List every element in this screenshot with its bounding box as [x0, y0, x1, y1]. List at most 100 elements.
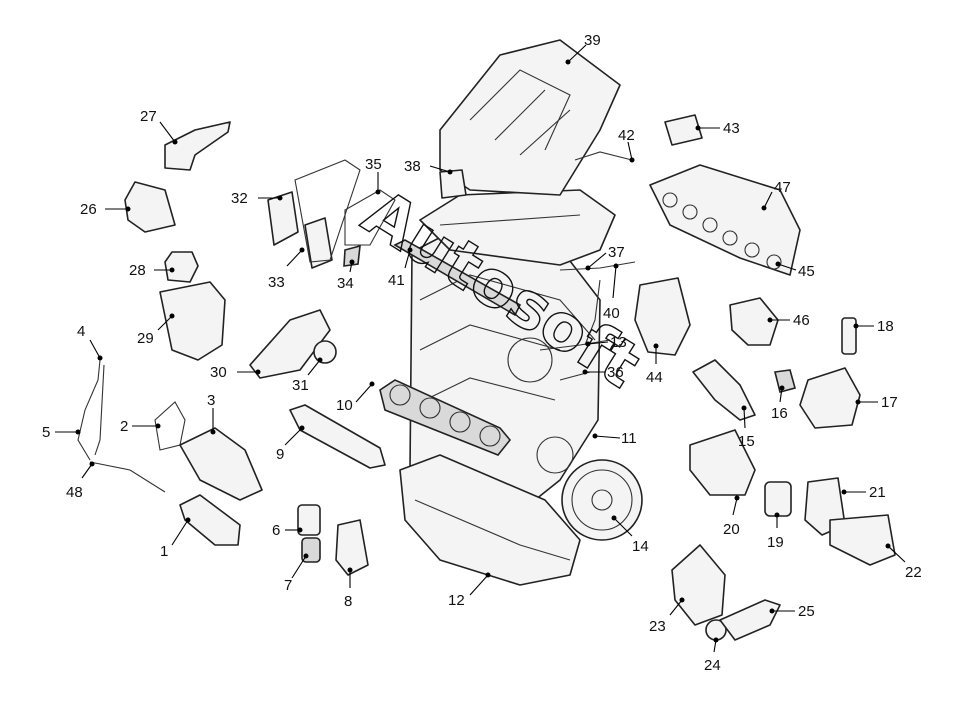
callout-5: 5: [42, 424, 81, 441]
callout-45: 45: [775, 261, 815, 280]
callout-layer: 1 2 3 4 5 6 7 8 9 10 11 12 13 14 15 16 1…: [42, 32, 922, 674]
callout-14: 14: [611, 515, 649, 555]
callout-37: 37: [585, 244, 625, 271]
callout-40: 40: [603, 263, 620, 322]
svg-text:38: 38: [404, 158, 421, 175]
callout-2: 2: [120, 418, 161, 435]
svg-text:14: 14: [632, 538, 649, 555]
svg-text:46: 46: [793, 312, 810, 329]
svg-text:35: 35: [365, 156, 382, 173]
svg-text:39: 39: [584, 32, 601, 49]
svg-text:42: 42: [618, 127, 635, 144]
callout-34: 34: [337, 259, 355, 292]
svg-text:21: 21: [869, 484, 886, 501]
svg-text:29: 29: [137, 330, 154, 347]
svg-text:7: 7: [284, 577, 292, 594]
callout-32: 32: [231, 190, 283, 207]
svg-text:1: 1: [160, 543, 168, 560]
svg-text:4: 4: [77, 323, 85, 340]
callout-25: 25: [769, 603, 815, 620]
callout-18: 18: [853, 318, 894, 335]
callout-4: 4: [77, 323, 103, 361]
svg-text:18: 18: [877, 318, 894, 335]
svg-text:10: 10: [336, 397, 353, 414]
svg-text:48: 48: [66, 484, 83, 501]
callout-42: 42: [618, 127, 635, 163]
svg-text:16: 16: [771, 405, 788, 422]
svg-text:3: 3: [207, 392, 215, 409]
callout-19: 19: [767, 512, 784, 551]
callout-43: 43: [695, 120, 740, 137]
callout-9: 9: [276, 425, 305, 463]
callout-22: 22: [885, 543, 922, 581]
callout-7: 7: [284, 553, 309, 594]
svg-text:8: 8: [344, 593, 352, 610]
callout-15: 15: [738, 405, 755, 450]
callout-30: 30: [210, 364, 261, 381]
callout-13: 13: [585, 334, 627, 351]
callout-47: 47: [761, 179, 791, 211]
svg-text:44: 44: [646, 369, 663, 386]
engine-assembly: [379, 39, 643, 586]
svg-text:17: 17: [881, 394, 898, 411]
svg-text:12: 12: [448, 592, 465, 609]
callout-35: 35: [365, 156, 382, 195]
callout-28: 28: [129, 262, 175, 279]
svg-text:9: 9: [276, 446, 284, 463]
svg-text:30: 30: [210, 364, 227, 381]
callout-3: 3: [207, 392, 216, 435]
svg-text:25: 25: [798, 603, 815, 620]
callout-31: 31: [292, 357, 323, 394]
svg-text:19: 19: [767, 534, 784, 551]
svg-text:23: 23: [649, 618, 666, 635]
svg-text:26: 26: [80, 201, 97, 218]
svg-text:34: 34: [337, 275, 354, 292]
svg-text:15: 15: [738, 433, 755, 450]
callout-41: 41: [388, 247, 413, 289]
svg-text:2: 2: [120, 418, 128, 435]
svg-text:41: 41: [388, 272, 405, 289]
svg-text:32: 32: [231, 190, 248, 207]
callout-38: 38: [404, 158, 453, 175]
svg-text:33: 33: [268, 274, 285, 291]
svg-text:13: 13: [610, 334, 627, 351]
svg-text:31: 31: [292, 377, 309, 394]
callout-33: 33: [268, 247, 305, 291]
svg-text:24: 24: [704, 657, 721, 674]
callout-10: 10: [336, 381, 375, 414]
svg-text:40: 40: [603, 305, 620, 322]
svg-text:22: 22: [905, 564, 922, 581]
callout-21: 21: [841, 484, 886, 501]
svg-text:27: 27: [140, 108, 157, 125]
callout-48: 48: [66, 461, 95, 501]
callout-6: 6: [272, 522, 303, 539]
callout-16: 16: [771, 385, 788, 422]
callout-11: 11: [592, 430, 637, 447]
svg-text:20: 20: [723, 521, 740, 538]
callout-26: 26: [80, 201, 131, 218]
callout-36: 36: [582, 364, 624, 381]
callout-20: 20: [723, 495, 740, 538]
callout-8: 8: [344, 567, 353, 610]
svg-text:47: 47: [774, 179, 791, 196]
callout-23: 23: [649, 597, 685, 635]
svg-text:28: 28: [129, 262, 146, 279]
callout-29: 29: [137, 313, 175, 347]
callout-27: 27: [140, 108, 178, 145]
svg-text:37: 37: [608, 244, 625, 261]
svg-text:43: 43: [723, 120, 740, 137]
peripheral-parts: [77, 114, 896, 641]
callout-39: 39: [565, 32, 601, 65]
svg-text:11: 11: [621, 430, 637, 447]
svg-text:5: 5: [42, 424, 50, 441]
svg-text:36: 36: [607, 364, 624, 381]
callout-24: 24: [704, 637, 721, 674]
callout-44: 44: [646, 343, 663, 386]
callout-46: 46: [767, 312, 810, 329]
svg-text:6: 6: [272, 522, 280, 539]
callout-12: 12: [448, 572, 491, 609]
callout-17: 17: [855, 394, 898, 411]
callout-1: 1: [160, 517, 191, 560]
